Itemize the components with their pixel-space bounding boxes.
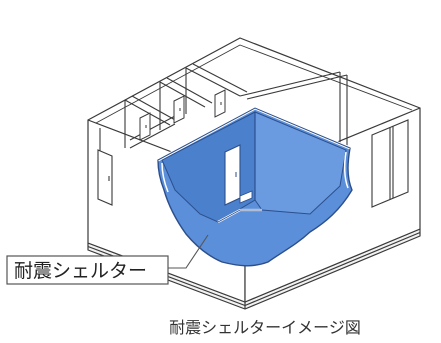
callout-label: 耐震シェルター (14, 260, 147, 282)
shelter-inner-door (224, 144, 241, 206)
left-exterior-door (97, 149, 113, 206)
earthquake-shelter (157, 106, 353, 267)
interior-partitions (99, 63, 348, 180)
figure-caption: 耐震シェルターイメージ図 (169, 318, 361, 337)
interior-doors (139, 89, 226, 141)
callout-box: 耐震シェルター (6, 255, 169, 285)
callout-leader (168, 234, 209, 269)
right-exterior-window (371, 119, 409, 208)
